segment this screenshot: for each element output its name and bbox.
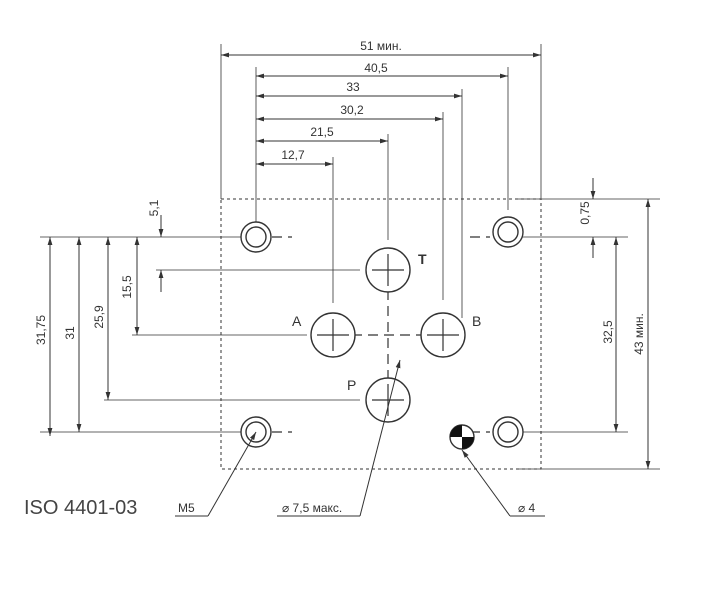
dim-33: 33 [346, 80, 360, 94]
dim-21-5: 21,5 [310, 125, 334, 139]
dim-15-5: 15,5 [120, 275, 134, 299]
port-A [310, 312, 356, 358]
plate-outline [220, 198, 542, 470]
horizontal-dimensions: 51 мин. 40,5 33 30,2 21,5 12,7 [221, 39, 541, 167]
dim-25-9: 25,9 [92, 305, 106, 329]
callout-pin-diameter: ⌀ 4 [518, 501, 536, 515]
locating-pin [449, 424, 475, 450]
vertical-dimensions-right: 0,75 32,5 43 мин. [578, 178, 651, 469]
screw-hole-top-right [492, 216, 524, 248]
dim-30-2: 30,2 [340, 103, 364, 117]
dim-31-75: 31,75 [34, 315, 48, 345]
screw-hole-top-left [240, 221, 272, 253]
callout-leaders [175, 359, 545, 517]
vertical-dimensions-left: 5,1 15,5 25,9 31 31,75 [34, 199, 164, 436]
screw-holes [240, 216, 524, 448]
dim-0-75: 0,75 [578, 201, 592, 225]
standard-title: ISO 4401-03 [24, 497, 137, 519]
port-T [365, 247, 411, 293]
dim-5-1: 5,1 [147, 199, 161, 216]
screw-hole-bottom-right [492, 416, 524, 448]
port-label-A: A [292, 313, 302, 329]
dim-12-7: 12,7 [281, 148, 305, 162]
dim-32-5: 32,5 [601, 320, 615, 344]
port-P [365, 377, 411, 423]
extension-lines [40, 44, 660, 470]
callout-m5: M5 [178, 501, 195, 515]
dim-40-5: 40,5 [364, 61, 388, 75]
port-B [420, 312, 466, 358]
screw-hole-bottom-left [240, 416, 272, 448]
port-label-T: T [418, 251, 427, 267]
dim-31: 31 [63, 326, 77, 340]
callout-port-diameter: ⌀ 7,5 макс. [282, 501, 342, 515]
dim-width-total: 51 мин. [360, 39, 402, 53]
port-label-B: B [472, 313, 481, 329]
port-label-P: P [347, 377, 356, 393]
dim-height-total: 43 мин. [632, 313, 646, 355]
